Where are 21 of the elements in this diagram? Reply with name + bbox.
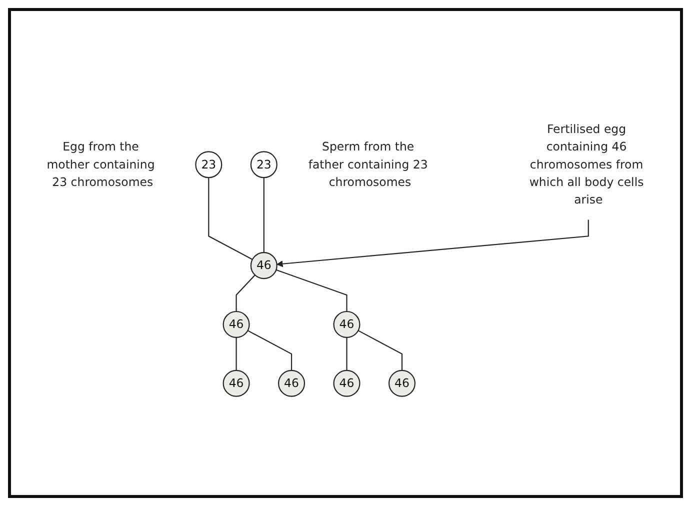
- connector: [208, 178, 253, 260]
- connector: [358, 330, 403, 370]
- node-circle: 23: [250, 151, 278, 178]
- node-circle: 46: [278, 370, 306, 397]
- node-circle: 46: [388, 370, 416, 397]
- connector: [263, 178, 264, 253]
- node-label: Egg from the mother containing 23 chromosomes: [46, 140, 155, 189]
- node-circle: 46: [222, 310, 250, 338]
- node-circle: 46: [333, 370, 360, 397]
- arrow: [276, 220, 589, 268]
- connector: [236, 274, 256, 312]
- node-circle: 46: [250, 252, 278, 280]
- connector: [236, 337, 237, 370]
- connector: [276, 269, 348, 312]
- connector: [346, 337, 348, 370]
- connector: [247, 330, 292, 370]
- node-circle: 46: [222, 370, 250, 397]
- node-circle: 23: [195, 151, 222, 178]
- node-text: Fertilised egg containing 46 chromosomes from which all body cells arise: [529, 122, 644, 206]
- node-circle: 46: [333, 310, 360, 338]
- node-label: Sperm from the father containing 23 chromosomes: [308, 140, 428, 189]
